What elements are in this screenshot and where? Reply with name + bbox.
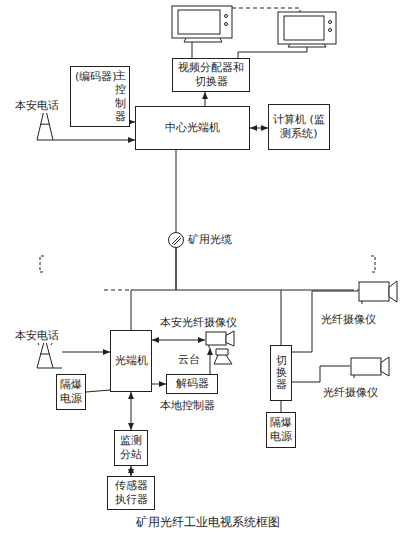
node-label: 视频分配器和切换器: [175, 61, 247, 89]
process-box: 光端机: [110, 330, 152, 392]
connector: [86, 390, 110, 392]
telephone-node: 本安电话: [28, 100, 62, 144]
process-box: 隔爆电源: [266, 412, 296, 448]
node-label: 计算机 (监测系统): [271, 113, 327, 141]
process-box: 中心光端机: [135, 106, 250, 150]
pan-tilt-symbol: [214, 349, 232, 364]
connector: [250, 128, 268, 129]
connector: [152, 384, 166, 385]
connector: [131, 392, 132, 430]
cable-node: 矿用光缆: [168, 232, 234, 248]
bus-line: [281, 290, 350, 291]
process-box: 隔爆电源: [56, 374, 86, 410]
process-box: 传感器执行器: [107, 476, 155, 510]
monitor-symbol: [278, 12, 336, 47]
video-wire: [192, 42, 193, 58]
connector: [62, 140, 135, 141]
process-box: 计算机 (监测系统): [268, 104, 330, 150]
bracket: [40, 256, 44, 272]
connector: [152, 340, 205, 341]
bracket: [371, 256, 375, 272]
node-label: 中心光端机: [165, 121, 220, 135]
node-label: 切换器: [276, 355, 287, 391]
camera-symbol: [358, 280, 398, 304]
figure-caption: 矿用光纤工业电视系统框图: [0, 514, 415, 531]
cable-symbol: [168, 232, 184, 248]
camera-node: 光纤摄像仪: [358, 280, 398, 304]
node-heading: (编码器): [75, 70, 117, 84]
process-box: (编码器)主控制器: [70, 66, 130, 127]
connector: [292, 366, 350, 382]
process-box: 切换器: [270, 345, 292, 401]
annotation-label: 云台: [178, 352, 200, 367]
node-label: 矿用光缆: [188, 233, 232, 247]
camera-symbol: [205, 330, 235, 348]
connector: [131, 466, 132, 476]
video-wire: [238, 47, 307, 58]
node-heading: 本安电话: [15, 99, 59, 113]
telephone-node: 本安电话: [28, 332, 62, 372]
node-label: 解码器: [176, 377, 209, 391]
monitor-link: [232, 8, 300, 12]
node-label: 隔爆电源: [59, 378, 83, 406]
node-label: 主控制器: [115, 69, 127, 124]
node-label: 监测分站: [117, 434, 145, 462]
node-label: 光端机: [115, 354, 148, 368]
connector: [205, 92, 206, 106]
connector: [176, 150, 177, 232]
node-heading: 本安电话: [15, 329, 59, 343]
camera-node: 光纤摄像仪: [350, 356, 390, 378]
connector: [176, 248, 281, 345]
connector: [281, 401, 282, 412]
process-box: 监测分站: [114, 430, 148, 466]
node-heading: 本安光纤摄像仪: [160, 316, 237, 330]
camera-node: 本安光纤摄像仪: [205, 330, 235, 348]
node-heading: 光纤摄像仪: [321, 313, 376, 327]
camera-symbol: [350, 356, 390, 378]
node-label: 传感器执行器: [110, 479, 152, 507]
process-box: 解码器: [166, 374, 218, 394]
connector: [210, 348, 211, 374]
monitor-symbol: [172, 6, 232, 42]
node-heading: 光纤摄像仪: [323, 386, 378, 400]
annotation-label: 本地控制器: [160, 398, 215, 413]
bus-dashed-end: [104, 290, 131, 291]
node-label: 隔爆电源: [269, 416, 293, 444]
connector: [62, 352, 110, 353]
process-box: 视频分配器和切换器: [172, 58, 250, 92]
